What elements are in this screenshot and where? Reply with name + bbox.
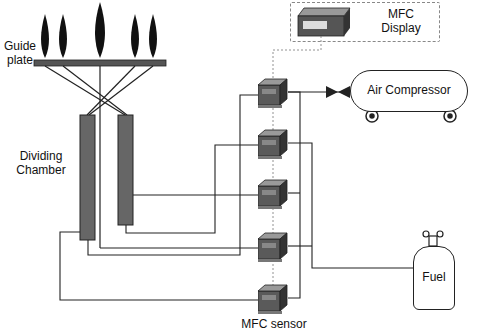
compressor-tank: Air Compressor (350, 70, 468, 112)
part-label: MFC sensor (232, 318, 316, 332)
node-label: Fuel (422, 271, 445, 285)
part-label: Dividing Chamber (8, 150, 74, 178)
mfc-display-unit (298, 8, 350, 36)
fuel-valve (423, 231, 443, 246)
mfc-sensors (256, 79, 287, 314)
part-label: Guide plate (2, 40, 38, 68)
display-box: MFC Display (290, 2, 440, 42)
gas-pipes (60, 92, 415, 300)
flames (41, 2, 157, 58)
dividing-chamber (118, 115, 133, 225)
node-label: MFC Display (371, 8, 431, 36)
fuel-tank: Fuel (413, 246, 455, 310)
valve-symbol (326, 86, 350, 98)
node-label: Air Compressor (367, 84, 450, 98)
guide-plate (34, 60, 166, 66)
dividing-chamber (80, 115, 95, 240)
